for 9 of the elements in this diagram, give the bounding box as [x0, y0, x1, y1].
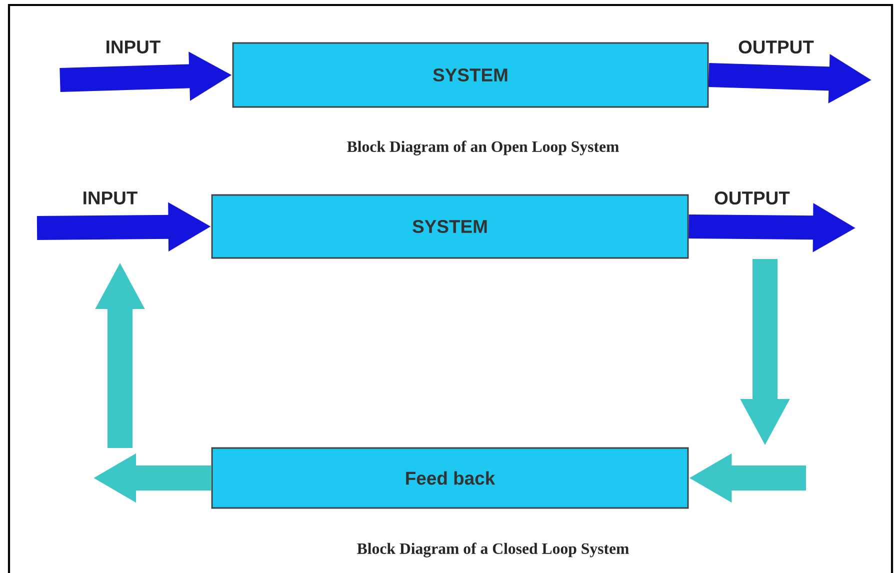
edge-label: OUTPUT — [738, 40, 814, 54]
edge-label: OUTPUT — [714, 191, 790, 205]
process-box: Feed back — [211, 447, 689, 509]
caption: Block Diagram of a Closed Loop System — [357, 542, 629, 558]
process-box: SYSTEM — [211, 194, 689, 259]
caption: Block Diagram of an Open Loop System — [347, 140, 619, 156]
edge-label: INPUT — [106, 40, 160, 54]
process-box: SYSTEM — [232, 42, 709, 108]
edge-label: INPUT — [84, 192, 138, 204]
